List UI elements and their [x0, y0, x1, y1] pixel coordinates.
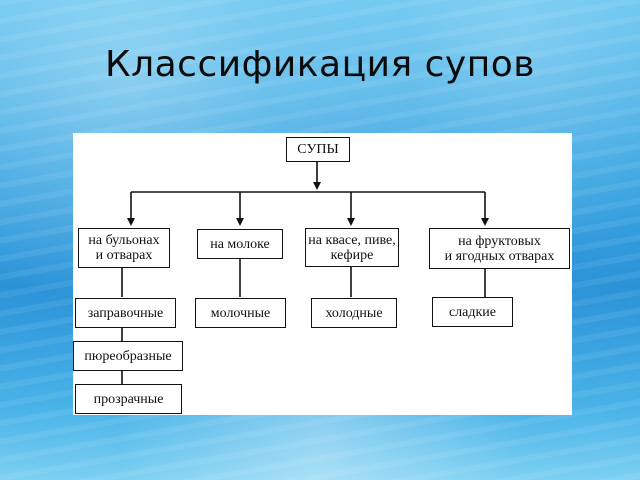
root-box: СУПЫ [286, 137, 350, 162]
category-milk: на молоке [197, 229, 283, 259]
soup-classification-diagram: СУПЫ на бульонах и отварах на молоке на … [73, 133, 572, 415]
subtype-sladkie: сладкие [432, 297, 513, 327]
slide-title: Классификация супов [105, 44, 535, 85]
subtype-holodnye: холодные [311, 298, 397, 328]
category-broth: на бульонах и отварах [78, 228, 170, 268]
subtype-prozrachnye: прозрачные [75, 384, 182, 414]
subtype-pyureobraznye: пюреобразные [73, 341, 183, 371]
category-kvass: на квасе, пиве, кефире [305, 228, 399, 267]
subtype-zapravochnye: заправочные [75, 298, 176, 328]
connector-lines [121, 162, 489, 384]
subtype-molochnye: молочные [195, 298, 286, 328]
category-fruit: на фруктовых и ягодных отварах [429, 228, 570, 269]
